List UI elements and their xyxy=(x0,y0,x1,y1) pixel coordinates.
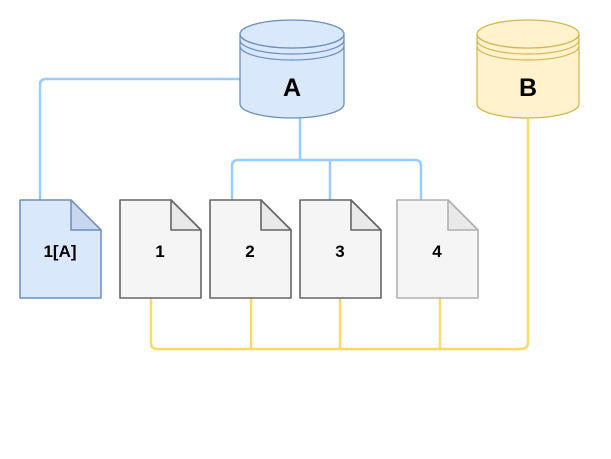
document-3-fold xyxy=(350,199,382,231)
edges-layer xyxy=(38,77,530,351)
cylinder-b-cap xyxy=(476,19,580,49)
edge-a-branch xyxy=(230,158,423,200)
snapshot-2-label: 2 xyxy=(245,242,254,261)
node-snapshot-3: 3 xyxy=(299,199,382,299)
volume-b-label: B xyxy=(519,74,537,102)
document-2-fold xyxy=(260,199,292,231)
volume-a-label: A xyxy=(283,74,301,102)
cylinder-b-ring-1 xyxy=(476,39,580,55)
document-4-fold xyxy=(447,199,479,231)
snapshot-1-label: 1 xyxy=(155,242,164,261)
document-1-fold xyxy=(170,199,202,231)
snapshot-1a-label: 1[A] xyxy=(43,242,76,261)
node-volume-b: B xyxy=(476,19,580,119)
document-1a-fold xyxy=(70,199,102,231)
node-volume-a: A xyxy=(239,19,345,119)
edge-a-to-1a xyxy=(38,77,240,200)
snapshot-4-label: 4 xyxy=(432,242,442,261)
cylinder-a-cap xyxy=(239,19,345,49)
node-snapshot-1a: 1[A] xyxy=(19,199,102,299)
node-snapshot-4: 4 xyxy=(396,199,479,299)
cylinder-b-ring-2 xyxy=(476,45,580,61)
cylinder-a-ring-2 xyxy=(239,45,345,61)
cylinder-a-ring-1 xyxy=(239,39,345,55)
node-snapshot-2: 2 xyxy=(209,199,292,299)
snapshot-3-label: 3 xyxy=(335,242,344,261)
node-snapshot-1: 1 xyxy=(119,199,202,299)
